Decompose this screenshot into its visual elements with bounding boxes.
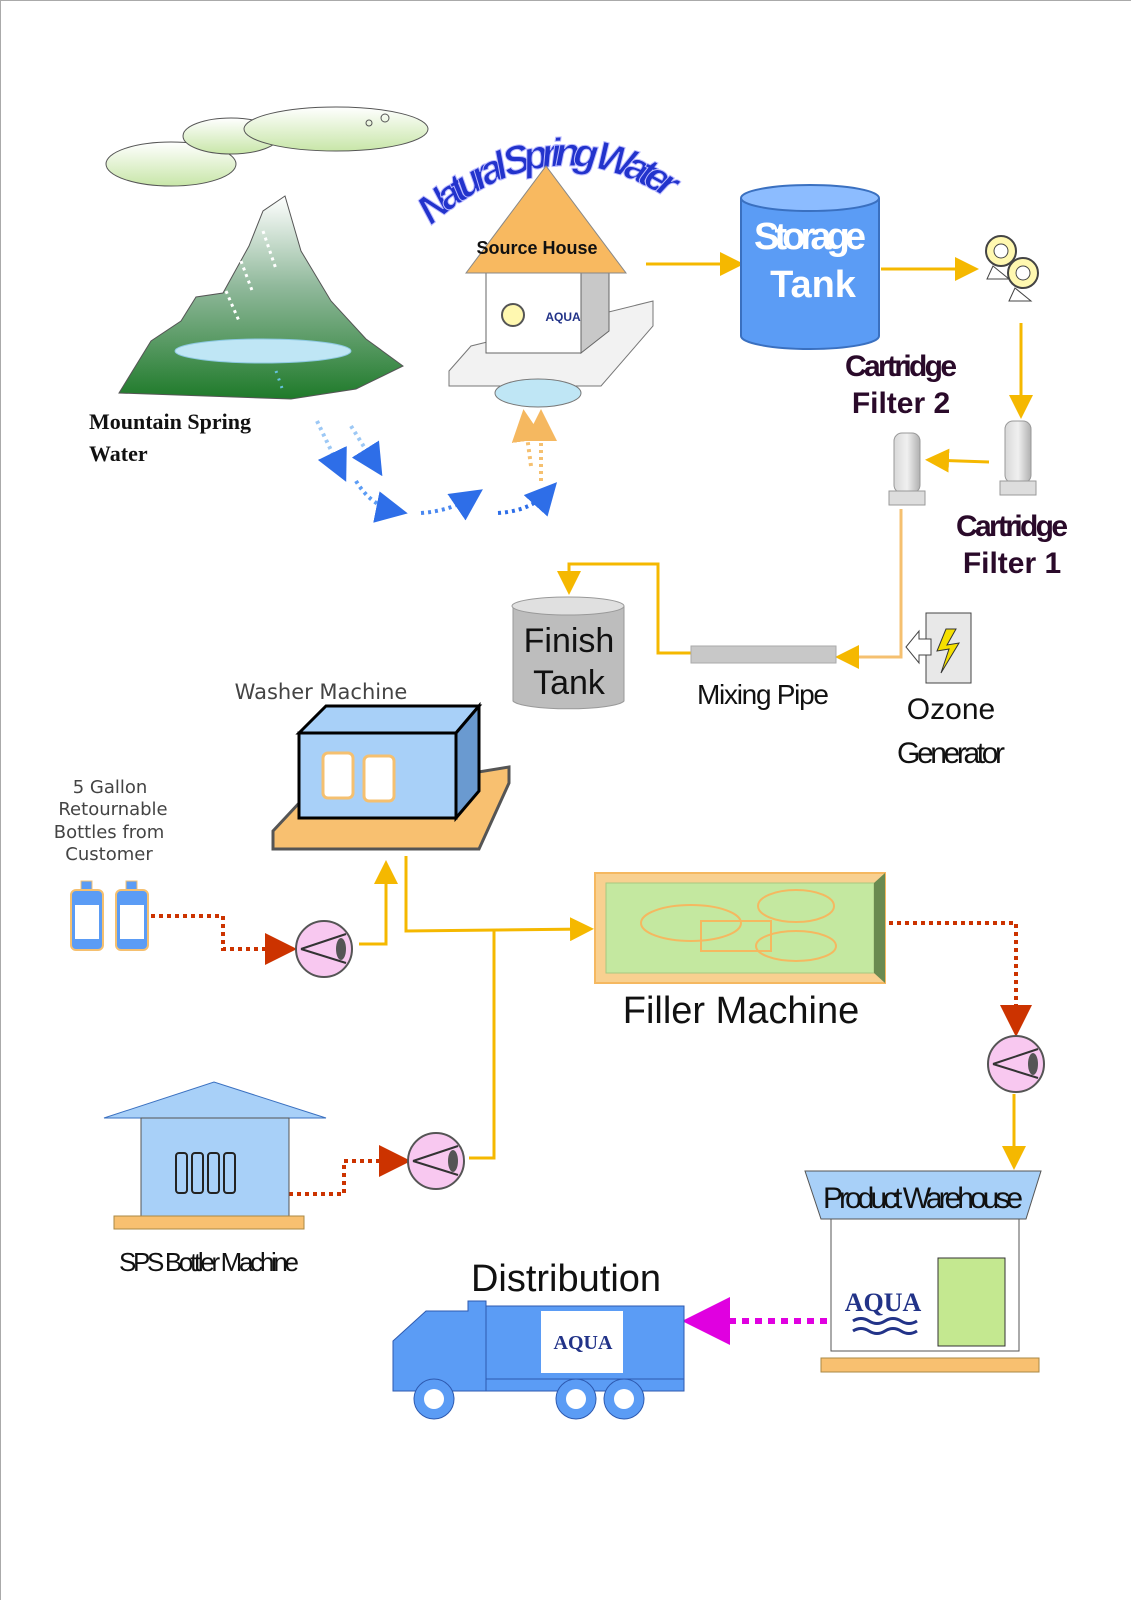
underground-flow-arrows [315, 409, 558, 523]
ozone-generator-icon [905, 612, 972, 684]
aqua-logo: AQUA [545, 310, 581, 324]
washer-machine-icon [271, 701, 511, 851]
flow-branch-to-sps [469, 931, 496, 1160]
bottles-label-line3: Bottles from [54, 822, 165, 843]
ozone-generator-label-line2: Generator [897, 737, 1005, 770]
flow-washer-to-filler [404, 856, 594, 942]
source-house-icon: AQUA [448, 165, 654, 408]
storage-tank-label-line1: Storage [754, 216, 866, 258]
washer-machine-label: Washer Machine [235, 680, 408, 704]
finish-tank-icon [511, 596, 625, 710]
bottle-flow-lines [151, 914, 1032, 1196]
cartridge-filter-1-label-line2: Filter 1 [963, 547, 1061, 580]
cartridge-filter-1-icon [999, 420, 1037, 496]
cartridge-filter-1-label-line1: Cartridge [956, 510, 1068, 543]
storage-tank-label-line2: Tank [770, 264, 857, 306]
bottles-label-line4: Customer [65, 844, 153, 865]
finish-tank-label-line2: Tank [533, 664, 606, 702]
filler-machine-icon [594, 872, 886, 984]
aqua-logo: AQUA [554, 1332, 613, 1354]
clouds-icon [105, 106, 429, 187]
mountain-label-line1: Mountain Spring [89, 409, 251, 434]
bottles-label-line1: 5 Gallon [73, 777, 148, 798]
inspection-eye-icon [295, 920, 353, 978]
cartridge-filter-2-label-line1: Cartridge [845, 350, 957, 383]
water-flow-lines [359, 252, 1033, 1170]
sps-bottler-icon [103, 1081, 327, 1230]
flow-mixing-to-finish [557, 562, 691, 655]
cartridge-filter-2-label-line2: Filter 2 [852, 387, 950, 420]
distribution-label: Distribution [471, 1258, 661, 1300]
aqua-logo: AQUA [845, 1288, 922, 1317]
flow-inspection-to-washer [359, 860, 398, 946]
filler-machine-label: Filler Machine [623, 990, 860, 1032]
product-warehouse-label: Product Warehouse [823, 1182, 1023, 1215]
pump-icon [985, 235, 1039, 302]
sps-bottler-label: SPS Bottler Machine [119, 1247, 299, 1277]
bottles-label: 5 Gallon Retournable Bottles from Custom… [54, 777, 168, 865]
ozone-generator-label-line1: Ozone [907, 693, 995, 726]
storage-tank-icon [740, 184, 880, 350]
flow-filter1-to-filter2 [925, 448, 990, 473]
mixing-pipe-label: Mixing Pipe [697, 679, 829, 710]
cartridge-filter-2-icon [888, 432, 926, 506]
product-warehouse-icon: AQUA [804, 1170, 1042, 1373]
source-house-label: Source House [476, 238, 597, 258]
mountain-label-line2: Water [89, 441, 148, 466]
delivery-truck-icon: AQUA [392, 1300, 685, 1420]
mountain-spring-icon [118, 195, 404, 400]
gallon-bottles-icon [70, 880, 149, 951]
flow-filter2-to-mixing [835, 509, 903, 669]
inspection-eye-icon [407, 1132, 465, 1190]
finish-tank-label-line1: Finish [524, 622, 615, 660]
inspection-eye-icon [987, 1035, 1045, 1093]
mixing-pipe-icon [690, 645, 837, 664]
bottles-label-line2: Retournable [58, 799, 167, 820]
